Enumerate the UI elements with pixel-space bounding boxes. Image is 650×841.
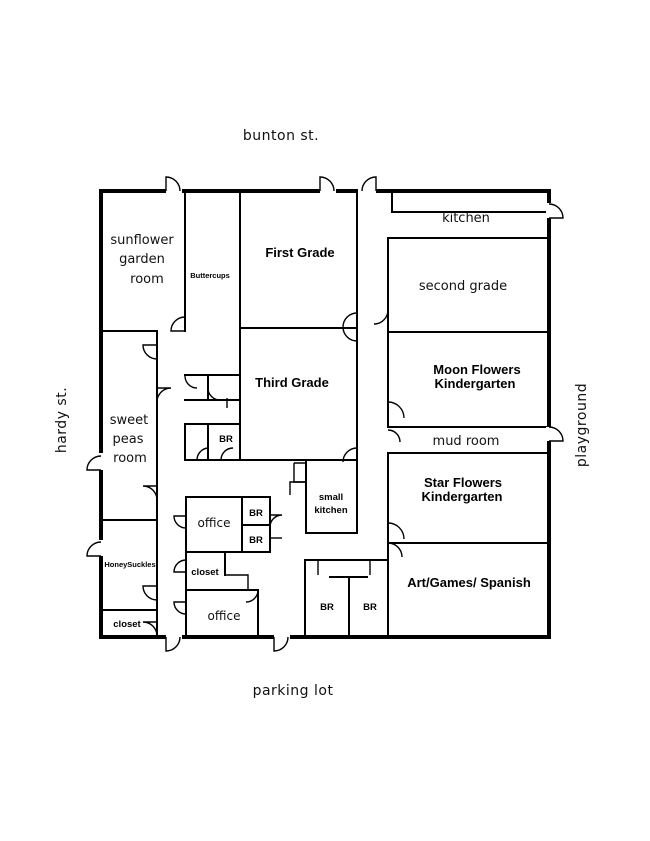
room-label-br-south-2: BR <box>363 602 377 613</box>
room-label-mud-room: mud room <box>433 434 500 449</box>
room-label-honeysuckles: HoneySuckles <box>104 560 155 569</box>
room-label-small-kitchen-2: kitchen <box>314 505 347 516</box>
room-label-office-upper: office <box>198 516 231 530</box>
room-label-moon-flowers-1: Moon Flowers <box>433 362 520 377</box>
room-label-sunflower-1: sunflower <box>110 233 174 248</box>
room-label-sunflower-2: garden <box>119 252 165 267</box>
room-label-sweet-peas-1: sweet <box>110 413 149 428</box>
room-label-sweet-peas-3: room <box>113 451 147 466</box>
room-label-first-grade: First Grade <box>265 245 334 260</box>
street-label-north: bunton st. <box>243 128 319 144</box>
room-label-br-office-1: BR <box>249 508 263 519</box>
room-label-sunflower-3: room <box>130 272 164 287</box>
room-label-closet-mid: closet <box>191 567 219 578</box>
interior-walls <box>100 190 550 638</box>
room-label-moon-flowers-2: Kindergarten <box>435 376 516 391</box>
room-label-kitchen: kitchen <box>442 211 490 226</box>
room-label-br-small: BR <box>219 434 233 445</box>
street-label-east: playground <box>574 383 590 467</box>
room-label-buttercups: Buttercups <box>190 271 230 280</box>
room-label-third-grade: Third Grade <box>255 375 329 390</box>
street-label-south: parking lot <box>253 683 334 699</box>
room-label-art-games: Art/Games/ Spanish <box>407 575 531 590</box>
room-label-star-flowers-1: Star Flowers <box>424 475 502 490</box>
room-label-closet-lower: closet <box>113 619 141 630</box>
room-label-star-flowers-2: Kindergarten <box>422 489 503 504</box>
street-label-west: hardy st. <box>54 387 70 453</box>
room-label-small-kitchen-1: small <box>319 492 343 503</box>
room-label-br-south-1: BR <box>320 602 334 613</box>
door-swings <box>86 176 564 652</box>
room-label-br-office-2: BR <box>249 535 263 546</box>
room-label-second-grade: second grade <box>419 279 507 294</box>
room-label-sweet-peas-2: peas <box>113 432 144 447</box>
room-label-office-lower: office <box>208 609 241 623</box>
